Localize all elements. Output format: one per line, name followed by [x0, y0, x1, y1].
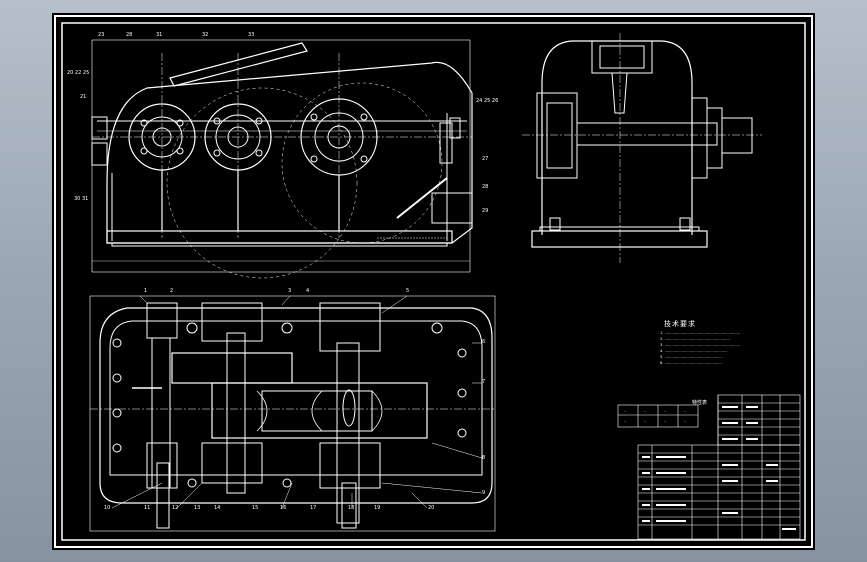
gear-reducer-drawing — [54, 15, 813, 548]
side-view — [522, 33, 762, 263]
callout-front: 23 — [98, 32, 105, 38]
callout-top: 10 — [104, 505, 111, 511]
callout-top: 4 — [306, 288, 310, 294]
outer-border — [54, 15, 813, 548]
callout-top: 14 — [214, 505, 221, 511]
inner-border — [61, 22, 806, 541]
table-header-cell: .. — [624, 409, 627, 413]
requirement-line: 4. .....................................… — [660, 349, 728, 353]
requirement-line: 2. .....................................… — [660, 337, 731, 341]
callout-top: 18 — [348, 505, 355, 511]
table-header-cell: .. — [684, 409, 687, 413]
table-header-cell: .. — [644, 409, 647, 413]
callout-front: 29 — [482, 208, 489, 214]
callout-top: 3 — [288, 288, 292, 294]
callout-front: 33 — [248, 32, 255, 38]
table-value-cell: .. — [684, 419, 687, 423]
callout-top: 11 — [144, 505, 151, 511]
table-value-cell: .. — [644, 419, 647, 423]
callout-top: 13 — [194, 505, 201, 511]
requirement-line: 5. .....................................… — [660, 355, 723, 359]
callout-front: 30 31 — [74, 196, 89, 202]
callout-top: 2 — [170, 288, 174, 294]
callout-front: 28 — [126, 32, 133, 38]
callout-front: 32 — [202, 32, 209, 38]
drawing-sheet: 23 28 31 32 33 20 22 25 21 24 25 26 27 2… — [52, 13, 815, 550]
table-value-cell: .. — [624, 419, 627, 423]
requirement-line: 6. .....................................… — [660, 361, 722, 365]
callout-front: 21 — [80, 94, 87, 100]
callout-top: 5 — [406, 288, 410, 294]
requirement-line: 3. .....................................… — [660, 343, 740, 347]
title-block — [617, 394, 801, 540]
table-title: 特性表 — [692, 400, 708, 406]
callout-top: 1 — [144, 288, 148, 294]
callout-top: 20 — [428, 505, 435, 511]
table-header-cell: .. — [664, 409, 667, 413]
callout-top: 19 — [374, 505, 381, 511]
table-value-cell: .. — [664, 419, 667, 423]
callout-front: 28 — [482, 184, 489, 190]
callout-front: 20 22 25 — [67, 70, 90, 76]
callout-top: 7 — [482, 379, 486, 385]
callout-top: 15 — [252, 505, 259, 511]
callout-front: 24 25 26 — [476, 98, 499, 104]
callout-top: 17 — [310, 505, 317, 511]
callout-top: 8 — [482, 455, 486, 461]
callout-front: 27 — [482, 156, 489, 162]
front-view — [91, 39, 473, 279]
callout-top: 9 — [482, 490, 486, 496]
callout-top: 16 — [280, 505, 287, 511]
callout-top: 12 — [172, 505, 179, 511]
callout-top: 6 — [482, 339, 486, 345]
top-view — [89, 295, 496, 532]
requirement-line: 1. .....................................… — [660, 331, 740, 335]
requirements-title: 技术要求 — [664, 320, 696, 328]
callout-front: 31 — [156, 32, 163, 38]
